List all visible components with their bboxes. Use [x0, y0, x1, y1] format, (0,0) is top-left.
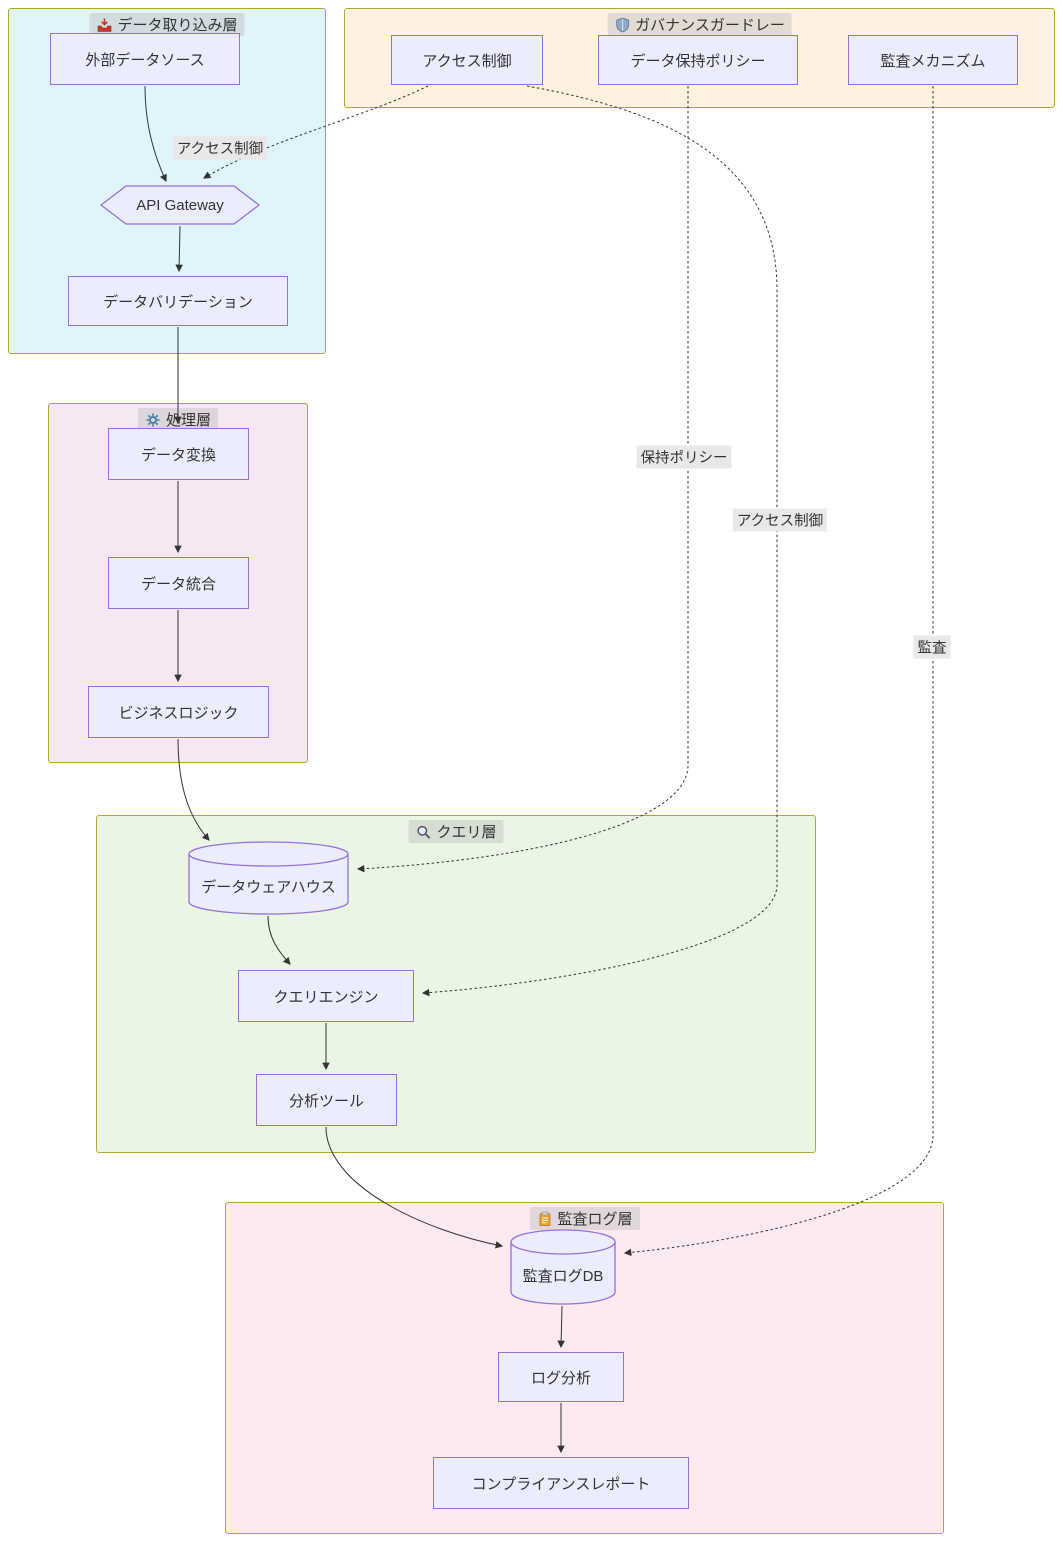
node-data-validation: データバリデーション — [68, 276, 288, 326]
shield-icon — [614, 17, 630, 33]
node-label: ビジネスロジック — [118, 704, 239, 722]
node-log-analysis: ログ分析 — [498, 1352, 624, 1402]
container-ingestion-title: データ取り込み層 — [89, 13, 245, 36]
node-compliance-report: コンプライアンスレポート — [433, 1457, 689, 1509]
node-label: API Gateway — [136, 196, 224, 214]
node-data-integration: データ統合 — [108, 557, 249, 609]
node-label: クエリエンジン — [273, 988, 379, 1006]
node-label: 分析ツール — [288, 1092, 364, 1110]
node-query-engine: クエリエンジン — [238, 970, 414, 1022]
hexagon-shape — [100, 185, 260, 225]
node-label: ログ分析 — [530, 1369, 591, 1387]
node-retention-policy: データ保持ポリシー — [598, 35, 798, 85]
inbox-tray-icon — [96, 17, 112, 33]
node-access-control: アクセス制御 — [391, 35, 543, 85]
node-audit-log-db: 監査ログDB — [510, 1229, 616, 1305]
node-data-warehouse: データウェアハウス — [188, 841, 349, 915]
cylinder-shape — [188, 841, 349, 915]
node-label: データバリデーション — [103, 293, 253, 311]
node-label: 監査ログDB — [522, 1267, 604, 1285]
node-label: データウェアハウス — [201, 878, 336, 896]
gear-icon — [145, 412, 161, 428]
container-title-text: データ取り込み層 — [117, 17, 238, 34]
edge-label-audit: 監査 — [913, 635, 951, 659]
container-title-text: クエリ層 — [436, 824, 497, 841]
edge-label-access-control-query: アクセス制御 — [732, 508, 828, 532]
node-label: データ統合 — [140, 575, 216, 593]
node-audit-mechanism: 監査メカニズム — [848, 35, 1018, 85]
node-business-logic: ビジネスロジック — [88, 686, 269, 738]
edge-retention-to-warehouse — [356, 86, 689, 873]
magnifier-icon — [415, 824, 431, 840]
node-api-gateway: API Gateway — [100, 185, 260, 225]
node-label: アクセス制御 — [422, 52, 512, 70]
clipboard-icon — [536, 1211, 552, 1227]
node-label: コンプライアンスレポート — [471, 1475, 651, 1493]
cylinder-shape — [510, 1229, 616, 1305]
edge-label-retention-policy: 保持ポリシー — [636, 445, 732, 469]
container-query-title: クエリ層 — [408, 820, 504, 843]
container-title-text: ガバナンスガードレー — [635, 17, 785, 34]
node-analytics-tool: 分析ツール — [256, 1074, 397, 1126]
container-title-text: 処理層 — [165, 412, 212, 429]
node-label: データ保持ポリシー — [630, 52, 766, 70]
node-label: 外部データソース — [85, 51, 205, 69]
container-title-text: 監査ログ層 — [557, 1211, 633, 1228]
node-external-data-source: 外部データソース — [50, 33, 240, 85]
node-label: 監査メカニズム — [880, 52, 986, 70]
edge-label-access-control-gateway: アクセス制御 — [172, 136, 268, 160]
container-governance-title: ガバナンスガードレー — [607, 13, 792, 36]
node-label: データ変換 — [140, 446, 216, 464]
node-data-transform: データ変換 — [108, 428, 249, 480]
container-audit-title: 監査ログ層 — [529, 1207, 640, 1230]
